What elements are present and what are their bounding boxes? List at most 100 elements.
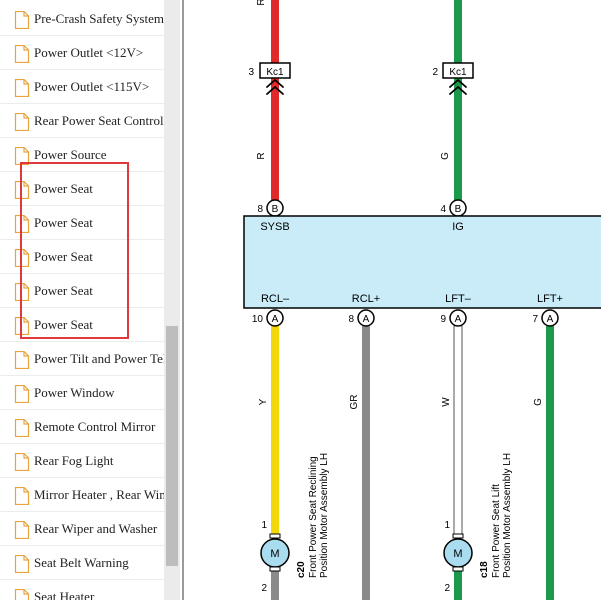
terminal-label: SYSB [260, 221, 289, 233]
document-icon [14, 79, 30, 97]
sidebar-item[interactable]: Remote Control Mirror [0, 410, 164, 444]
document-icon [14, 45, 30, 63]
motor-code: c20 [296, 561, 307, 578]
sidebar-item-label: Seat Heater [34, 589, 95, 600]
document-icon [14, 215, 30, 233]
motor-name: Front Power Seat Lift [491, 484, 502, 578]
sidebar-item-label: Power Window [34, 385, 115, 400]
connector-letter: A [547, 314, 554, 325]
sidebar-item-label: Mirror Heater , Rear Window Defogger [34, 487, 164, 502]
selection-highlight-box [20, 162, 129, 339]
ecu-pin: 8 [257, 204, 263, 215]
document-icon [14, 555, 30, 573]
sidebar-item-label: Remote Control Mirror [34, 419, 156, 434]
connector-pin: 2 [432, 67, 438, 78]
wire-color-code: Y [258, 398, 269, 405]
sidebar-item-label: Power Source [34, 147, 107, 162]
terminal-label: RCL+ [352, 293, 380, 305]
sidebar-item[interactable]: Power Source [0, 138, 164, 172]
document-icon [14, 181, 30, 199]
ecu-box [243, 215, 601, 309]
sidebar-item[interactable]: Power Seat [0, 308, 164, 342]
sidebar-item[interactable]: Power Seat [0, 274, 164, 308]
connector-letter: B [455, 204, 462, 215]
sidebar-item[interactable]: Power Seat [0, 206, 164, 240]
sidebar-item-label: Power Seat [34, 283, 93, 298]
wire-lft-minus [453, 325, 463, 537]
sidebar-item-label: Seat Belt Warning [34, 555, 129, 570]
sidebar-item-label: Pre-Crash Safety System [34, 11, 164, 26]
sidebar-item[interactable]: Mirror Heater , Rear Window Defogger [0, 478, 164, 512]
document-icon [14, 453, 30, 471]
sidebar-item-label: Rear Fog Light [34, 453, 114, 468]
motor-name: Position Motor Assembly LH [502, 453, 513, 578]
motor-code: c18 [479, 561, 490, 578]
document-icon [14, 249, 30, 267]
document-icon [14, 385, 30, 403]
motor-name: Front Power Seat Reclining [308, 456, 319, 578]
sidebar-item-label: Power Seat [34, 215, 93, 230]
sidebar-item[interactable]: Seat Heater [0, 580, 164, 600]
connector-kc1-box [259, 62, 291, 79]
sidebar-item[interactable]: Seat Belt Warning [0, 546, 164, 580]
wire-color-code: G [533, 398, 544, 406]
wire-ig: Kc1 2 G B 4 [432, 0, 474, 217]
wire-color-code: G [440, 152, 451, 160]
document-icon [14, 487, 30, 505]
sidebar-item-label: Power Outlet <115V> [34, 79, 150, 94]
document-icon [14, 317, 30, 335]
sidebar-item[interactable]: Rear Wiper and Washer [0, 512, 164, 546]
sidebar-item[interactable]: Rear Fog Light [0, 444, 164, 478]
document-icon [14, 11, 30, 29]
sidebar-item[interactable]: Power Outlet <115V> [0, 70, 164, 104]
sidebar-item[interactable]: Rear Power Seat Control [0, 104, 164, 138]
wire-rcl-minus [271, 326, 279, 536]
sidebar-tree: Pre-Crash Safety System Power Outlet <12… [0, 0, 164, 600]
document-icon [14, 283, 30, 301]
document-icon [14, 521, 30, 539]
connector-kc1-box [442, 62, 474, 79]
ecu-pin: 7 [532, 314, 538, 325]
ecu-pin: 8 [348, 314, 354, 325]
terminal-label: RCL– [261, 293, 290, 305]
sidebar-scrollbar[interactable] [164, 0, 180, 600]
document-icon [14, 589, 30, 600]
terminal-label: LFT– [445, 293, 472, 305]
connector-letter: B [272, 204, 279, 215]
wire-lft-plus [546, 326, 554, 600]
motor-pin: 1 [444, 520, 450, 531]
wire-color-code: W [441, 397, 452, 407]
wiring-diagram: Kc1 3 R R B 8 Kc1 2 G B 4 SYSB IG RCL– R… [243, 0, 601, 600]
document-icon [14, 419, 30, 437]
wire-sysb: Kc1 3 R R B 8 [248, 0, 291, 217]
wire-color-code-top: R [256, 0, 267, 6]
sidebar-item[interactable]: Power Window [0, 376, 164, 410]
motor-pin: 2 [261, 583, 267, 594]
sidebar-item-label: Rear Wiper and Washer [34, 521, 158, 536]
connector-letter: A [363, 314, 370, 325]
wire-color-code: R [256, 152, 267, 159]
pane-divider[interactable] [182, 0, 184, 600]
ecu-pin: 9 [440, 314, 446, 325]
sidebar-item[interactable]: Pre-Crash Safety System [0, 2, 164, 36]
motor-pin: 2 [444, 583, 450, 594]
document-icon [14, 147, 30, 165]
terminal-label: IG [452, 221, 464, 233]
sidebar-item[interactable]: Power Seat [0, 172, 164, 206]
connector-label: Kc1 [266, 67, 284, 78]
sidebar-item[interactable]: Power Outlet <12V> [0, 36, 164, 70]
sidebar-item[interactable]: Power Seat [0, 240, 164, 274]
sidebar-item-label: Power Seat [34, 317, 93, 332]
sidebar-item-label: Power Seat [34, 181, 93, 196]
wire-color-code: GR [349, 395, 360, 410]
scrollbar-thumb[interactable] [166, 326, 178, 566]
sidebar-item[interactable]: Power Tilt and Power Telescopic [0, 342, 164, 376]
motor-c18: M 1 2 c18 Front Power Seat Lift Position… [443, 453, 513, 594]
connector-label: Kc1 [449, 67, 467, 78]
sidebar-item-label: Power Outlet <12V> [34, 45, 144, 60]
terminal-label: LFT+ [537, 293, 563, 305]
document-icon [14, 351, 30, 369]
ecu-pin: 10 [252, 314, 264, 325]
sidebar-item-label: Rear Power Seat Control [34, 113, 164, 128]
motor-symbol: M [453, 548, 462, 560]
